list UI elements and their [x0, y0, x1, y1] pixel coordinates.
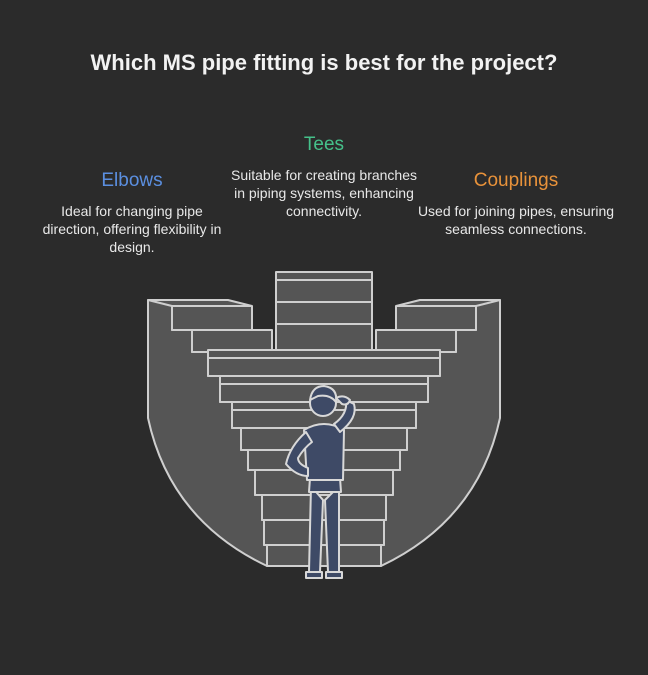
option-couplings-description: Used for joining pipes, ensuring seamles…: [417, 203, 615, 237]
stair-step: [191, 329, 273, 353]
stair-step: [266, 544, 382, 567]
option-tees: Tees Suitable for creating branches in p…: [224, 134, 424, 220]
option-elbows-description: Ideal for changing pipe direction, offer…: [42, 203, 222, 255]
option-couplings: Couplings Used for joining pipes, ensuri…: [416, 170, 616, 238]
person-figure: [285, 385, 356, 579]
option-tees-label: Tees: [303, 134, 345, 155]
option-tees-description: Suitable for creating branches in piping…: [231, 167, 417, 219]
stair-step: [263, 519, 385, 546]
person-left-foot: [305, 571, 323, 579]
person-right-foot: [325, 571, 343, 579]
option-elbows: Elbows Ideal for changing pipe direction…: [32, 170, 232, 256]
stair-step: [375, 329, 457, 353]
person-torso: [303, 423, 345, 481]
option-couplings-label: Couplings: [473, 170, 559, 191]
person-hair: [309, 385, 338, 403]
person-left-leg: [308, 485, 324, 573]
center-column: [275, 271, 373, 351]
option-elbows-label: Elbows: [101, 170, 163, 191]
stair-step: [207, 349, 441, 377]
stair-step: [261, 494, 387, 521]
person-left-arm: [285, 431, 313, 477]
person-hand: [335, 395, 351, 406]
diagram-title: Which MS pipe fitting is best for the pr…: [90, 50, 558, 75]
person-right-leg: [324, 485, 340, 573]
